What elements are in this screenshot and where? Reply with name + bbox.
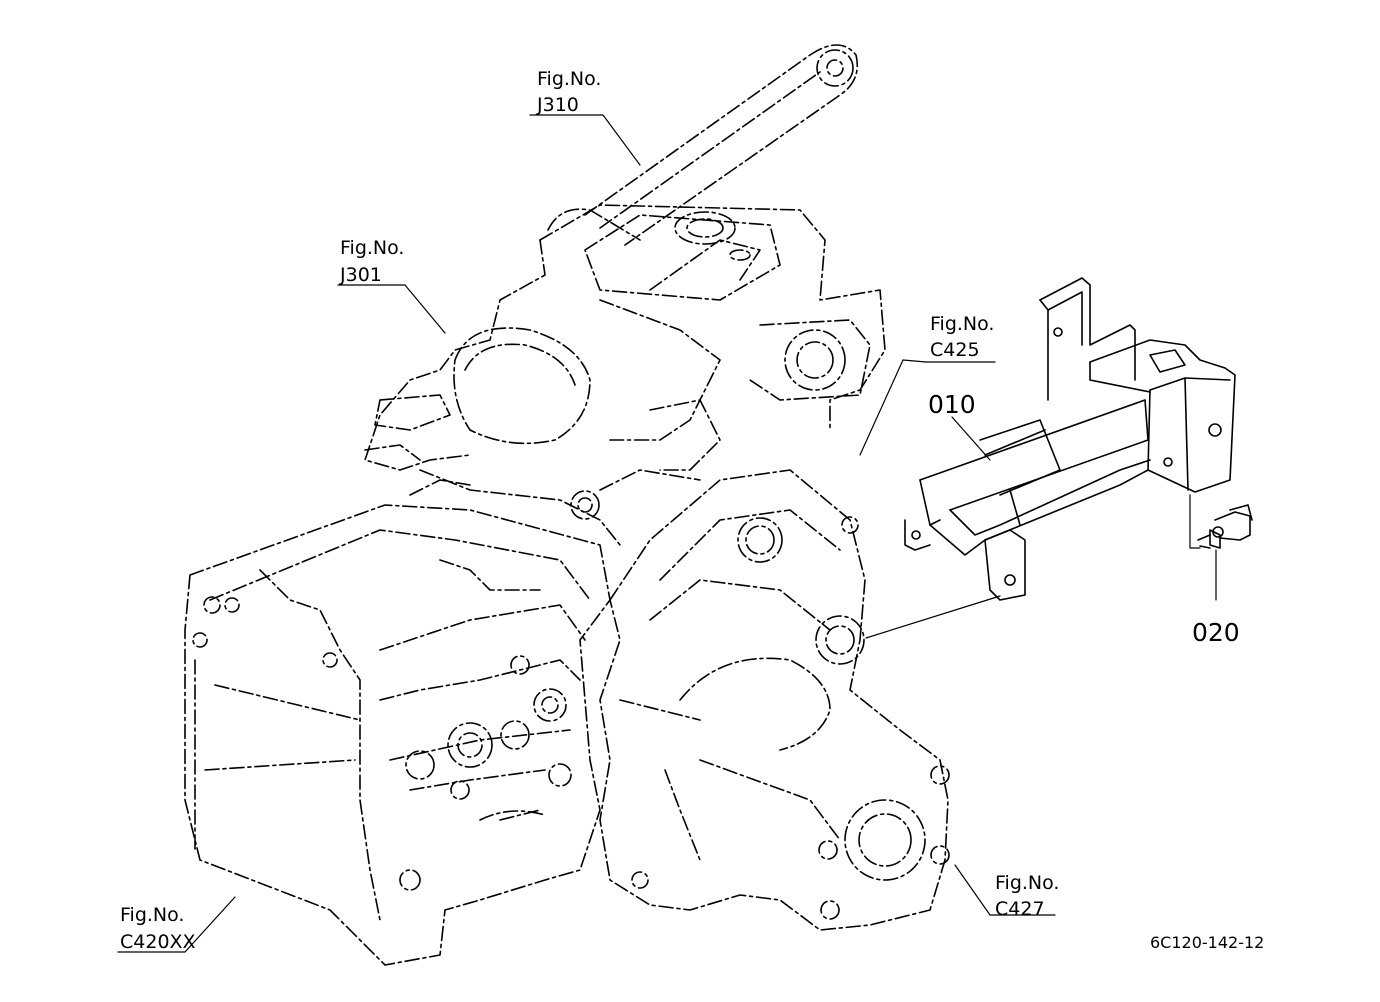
hydraulic-housing-drawing: [364, 204, 886, 546]
callout-c425: Fig.No. C425: [930, 313, 994, 361]
callout-j301: Fig.No. J301: [339, 237, 404, 286]
callout-c420xx: Fig.No. C420XX: [120, 904, 196, 953]
callout-j310: Fig.No. J310: [536, 68, 601, 116]
leader-lines: [117, 114, 1217, 953]
callout-c427-line1: Fig.No.: [995, 872, 1059, 894]
callout-c425-line2: C425: [930, 339, 980, 361]
drawing-code: 6C120-142-12: [1150, 933, 1264, 952]
callout-c420xx-line2: C420XX: [120, 931, 196, 953]
bolt-drawing: [1197, 504, 1253, 549]
callout-c427-line2: C427: [995, 898, 1045, 920]
callout-j310-line2: J310: [536, 94, 579, 116]
callout-c425-line1: Fig.No.: [930, 313, 994, 335]
bracket-assembly-drawing: [904, 277, 1236, 601]
transmission-case-drawing: [184, 479, 611, 966]
callout-j301-line1: Fig.No.: [340, 237, 404, 259]
callout-c427: Fig.No. C427: [995, 872, 1059, 920]
part-number-010: 010: [928, 390, 976, 419]
callout-j301-line2: J301: [339, 264, 382, 286]
callout-j310-line1: Fig.No.: [537, 68, 601, 90]
callout-c420xx-line1: Fig.No.: [120, 904, 184, 926]
drive-case-drawing: [599, 469, 950, 931]
part-number-020: 020: [1192, 618, 1240, 647]
